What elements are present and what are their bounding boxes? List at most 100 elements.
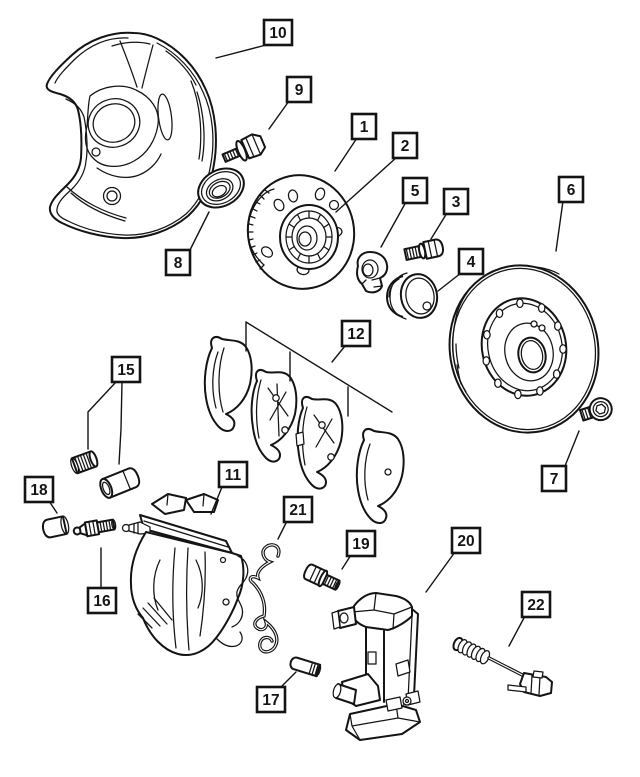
callout-16[interactable]: 16 <box>86 586 118 615</box>
callout-11[interactable]: 11 <box>217 460 249 489</box>
callout-9[interactable]: 9 <box>285 75 313 104</box>
callout-4[interactable]: 4 <box>457 247 485 276</box>
callout-10[interactable]: 10 <box>262 18 294 47</box>
callout-15[interactable]: 15 <box>110 355 142 384</box>
leader-line-2 <box>335 156 398 213</box>
leader-line-1 <box>334 137 358 172</box>
brake-pad-set-drawing <box>203 336 405 524</box>
callout-number: 3 <box>452 194 461 211</box>
leader-line-7 <box>564 430 580 467</box>
guide-plug-drawing <box>70 450 99 475</box>
callout-21[interactable]: 21 <box>282 495 314 524</box>
callout-number: 22 <box>527 597 544 614</box>
callout-number: 21 <box>289 502 307 519</box>
guide-pin-drawing <box>289 656 322 678</box>
leader-line-4 <box>437 272 462 292</box>
callout-1[interactable]: 1 <box>350 112 378 141</box>
callout-box <box>350 112 378 141</box>
rotor-screw-drawing <box>578 397 613 422</box>
callout-box <box>164 248 192 277</box>
callout-number: 18 <box>30 482 48 499</box>
hub-bolt-drawing <box>403 238 444 261</box>
callout-3[interactable]: 3 <box>442 187 470 216</box>
anti-rattle-spring-drawing <box>248 543 281 654</box>
callout-number: 19 <box>352 536 370 553</box>
leader-line-10 <box>215 44 267 59</box>
bleeder-screw-drawing <box>72 518 117 538</box>
hub-flange-bolt-drawing <box>221 133 267 163</box>
callout-number: 17 <box>262 692 279 709</box>
callout-number: 20 <box>457 533 474 550</box>
brake-rotor-drawing <box>448 264 600 434</box>
callout-number: 9 <box>295 82 304 99</box>
callout-17[interactable]: 17 <box>255 685 287 714</box>
abs-tone-ring-teeth <box>247 189 270 270</box>
callout-number: 12 <box>347 326 364 343</box>
callout-7[interactable]: 7 <box>540 464 568 493</box>
callout-box <box>442 187 470 216</box>
wear-sensor-drawing <box>452 636 553 697</box>
grease-cap-drawing <box>386 272 439 320</box>
callout-18[interactable]: 18 <box>23 475 55 504</box>
leader-line-15 <box>118 381 123 465</box>
bearing-rollers <box>285 210 333 264</box>
callout-number: 15 <box>117 362 135 379</box>
leader-line-19 <box>341 554 352 570</box>
callout-box <box>282 495 314 524</box>
callout-number: 5 <box>411 183 420 200</box>
callout-number: 1 <box>360 119 369 136</box>
callout-8[interactable]: 8 <box>164 248 192 277</box>
callout-box <box>110 355 142 384</box>
brake-caliper-drawing <box>121 493 249 656</box>
callout-box <box>345 529 377 558</box>
callout-number: 10 <box>269 25 286 42</box>
callout-number: 7 <box>550 471 559 488</box>
callout-box <box>255 685 287 714</box>
callout-number: 11 <box>225 467 242 484</box>
callout-6[interactable]: 6 <box>557 175 585 204</box>
brake-pad-outer <box>203 336 253 432</box>
leader-line-20 <box>425 551 456 593</box>
callout-5[interactable]: 5 <box>401 176 429 205</box>
callout-number: 16 <box>93 593 111 610</box>
leader-line-15 <box>87 381 117 450</box>
leader-line-6 <box>555 200 564 252</box>
callout-box <box>391 131 419 160</box>
callout-box <box>23 475 55 504</box>
pads-gather-line <box>245 321 393 413</box>
leader-line-17 <box>280 671 297 688</box>
callout-box <box>217 460 249 489</box>
leader-line-21 <box>277 520 288 540</box>
leader-line-12 <box>331 345 346 363</box>
guide-bushing-drawing <box>99 467 141 499</box>
callout-20[interactable]: 20 <box>450 526 482 555</box>
callout-12[interactable]: 12 <box>340 319 372 348</box>
leader-line-9 <box>268 100 290 130</box>
hub-seal-drawing <box>197 167 245 209</box>
leader-line-11 <box>210 486 223 515</box>
callout-box <box>86 586 118 615</box>
callout-box <box>457 247 485 276</box>
callout-box <box>540 464 568 493</box>
hub-lock-nut-drawing <box>356 251 389 294</box>
callout-box <box>262 18 294 47</box>
callout-2[interactable]: 2 <box>391 131 419 160</box>
callout-box <box>520 590 552 619</box>
callout-number: 8 <box>174 255 183 272</box>
callout-box <box>557 175 585 204</box>
callout-19[interactable]: 19 <box>345 529 377 558</box>
callout-number: 4 <box>467 254 476 271</box>
callout-box <box>340 319 372 348</box>
callout-box <box>285 75 313 104</box>
caliper-guide-bolt-drawing <box>303 563 341 591</box>
callout-22[interactable]: 22 <box>520 590 552 619</box>
callout-number: 2 <box>401 138 410 155</box>
leader-line-5 <box>380 201 407 248</box>
wheel-hub-bearing-drawing <box>246 174 356 290</box>
callout-box <box>450 526 482 555</box>
brake-pad-outer-2 <box>355 428 405 524</box>
leader-line-22 <box>508 615 526 647</box>
